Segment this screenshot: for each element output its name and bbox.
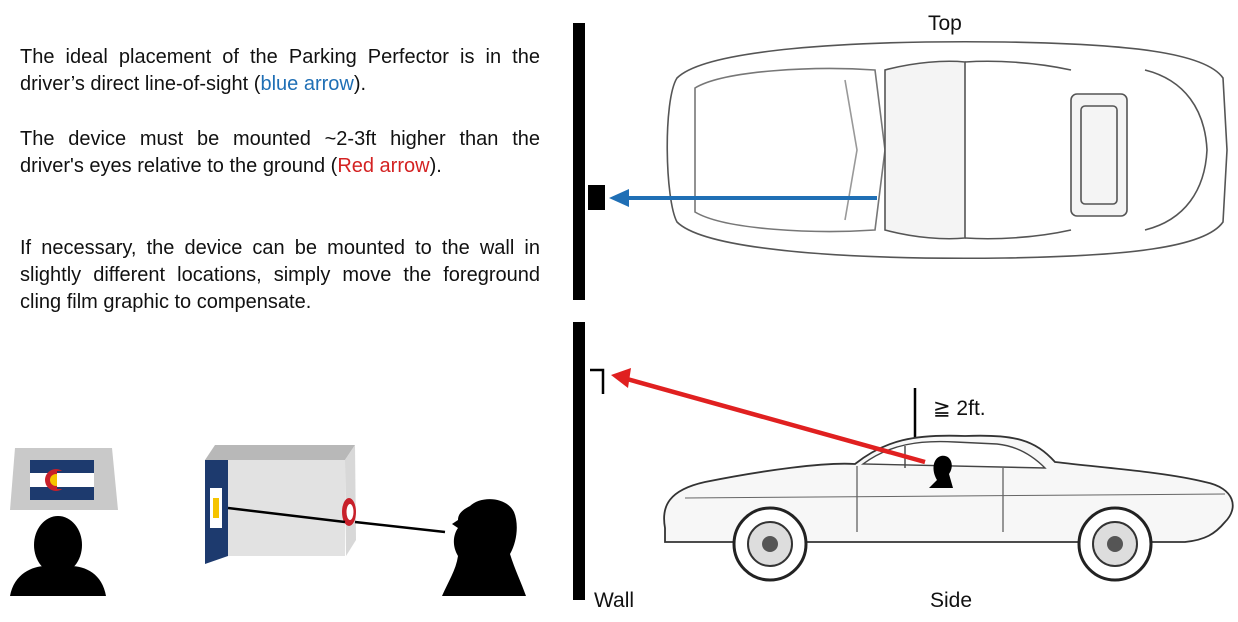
wall-label: Wall: [594, 589, 635, 612]
side-view-label: Side: [930, 589, 973, 612]
blue-arrowhead: [609, 189, 629, 207]
instruction-text: ).: [353, 73, 367, 95]
car-side-view: [663, 434, 1234, 582]
height-label: ≧ 2ft.: [933, 397, 986, 420]
top-view-diagram: [588, 40, 1228, 260]
side-view-diagram: [590, 368, 1234, 582]
mounted-device-marker: [588, 185, 605, 210]
instruction-alternate-location: If necessary, the device can be mounted …: [20, 235, 540, 316]
wall-bar-side: [573, 322, 585, 600]
instruction-text: The device must be mounted ~2-3ft higher…: [20, 128, 540, 177]
mounted-device-side-marker: [590, 368, 605, 394]
device-illustrations: [10, 445, 526, 596]
instruction-text: If necessary, the device can be mounted …: [20, 237, 540, 313]
car-top-view: [666, 40, 1228, 260]
instruction-line-of-sight: The ideal placement of the Parking Perfe…: [20, 44, 540, 98]
instruction-text: The ideal placement of the Parking Perfe…: [20, 46, 540, 95]
instruction-text: ).: [429, 155, 442, 177]
top-view-label: Top: [928, 12, 962, 35]
wall-bar-top: [573, 23, 585, 300]
blue-arrow-reference: blue arrow: [260, 73, 354, 95]
driver-sightline-arrow: [626, 376, 926, 465]
person-silhouette-profile: [442, 499, 526, 596]
red-arrowhead: [611, 368, 631, 388]
device-front-view: [10, 448, 118, 510]
driver-silhouette: [929, 455, 953, 488]
red-arrow-reference: Red arrow: [337, 155, 430, 177]
device-perspective-view: [205, 445, 446, 564]
instruction-mount-height: The device must be mounted ~2-3ft higher…: [20, 126, 540, 180]
person-silhouette-front: [10, 516, 106, 596]
